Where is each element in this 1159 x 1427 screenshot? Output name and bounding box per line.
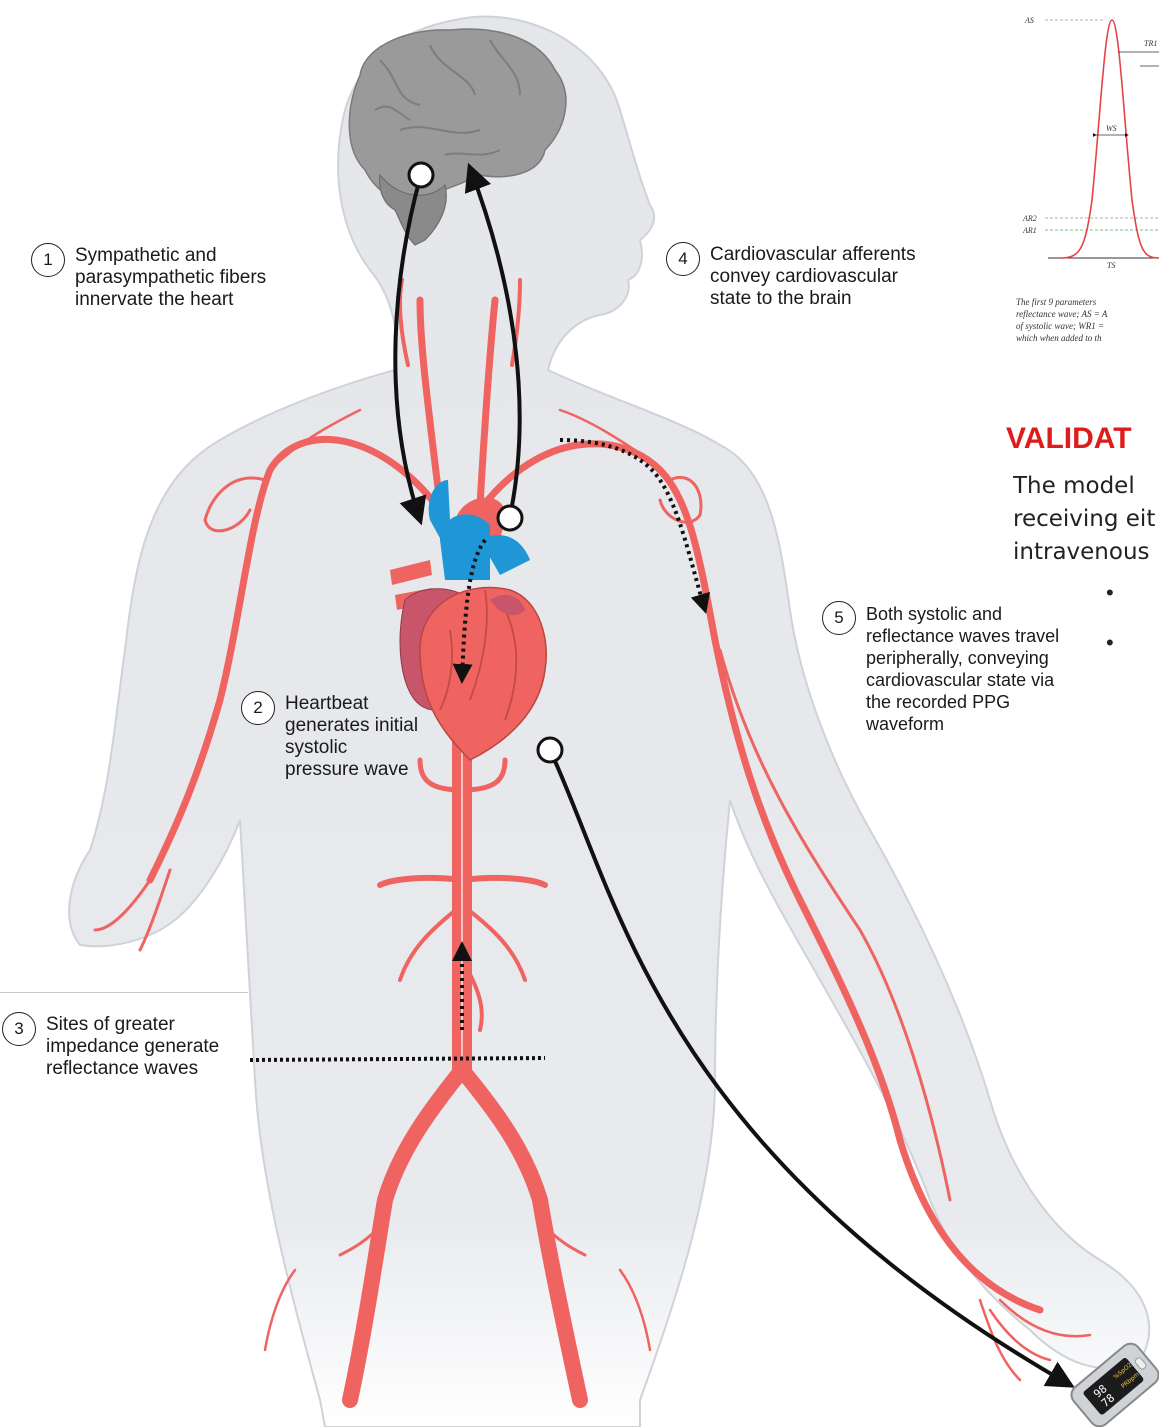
annotation-3-number: 3 <box>2 1012 36 1046</box>
validation-line: receiving eit <box>1013 503 1159 536</box>
validation-bullet: • <box>1106 580 1114 606</box>
validation-bullet: • <box>1106 630 1114 656</box>
annotation-1: 1 Sympathetic and parasympathetic fibers… <box>31 245 266 311</box>
annotation-2: 2 Heartbeat generates initial systolic p… <box>241 693 418 781</box>
chart-caption: The first 9 parameters reflectance wave;… <box>1016 296 1159 344</box>
chart-caption-line: reflectance wave; AS = A <box>1016 308 1159 320</box>
annotation-4-number: 4 <box>666 242 700 276</box>
efferent-origin-node <box>409 163 433 187</box>
annotation-5: 5 Both systolic and reflectance waves tr… <box>822 603 1059 735</box>
ppg-waveform-chart: AS TR1 WS AR2 AR1 TS <box>1022 16 1159 270</box>
chart-label-ws: WS <box>1106 124 1117 133</box>
annotation-5-number: 5 <box>822 601 856 635</box>
validation-line: The model <box>1013 470 1159 503</box>
validation-heading: VALIDAT <box>1006 422 1159 456</box>
chart-caption-line: which when added to th <box>1016 332 1159 344</box>
annotation-4-text: Cardiovascular afferents convey cardiova… <box>710 244 916 310</box>
annotation-3-text: Sites of greater impedance generate refl… <box>46 1014 219 1080</box>
annotation-5-text: Both systolic and reflectance waves trav… <box>866 603 1059 735</box>
chart-caption-line: of systolic wave; WR1 = <box>1016 320 1159 332</box>
chart-label-tr1: TR1 <box>1144 39 1157 48</box>
annotation-1-number: 1 <box>31 243 65 277</box>
afferent-origin-node <box>498 506 522 530</box>
annotation-2-text: Heartbeat generates initial systolic pre… <box>285 693 418 781</box>
chart-label-as: AS <box>1024 16 1034 25</box>
chart-label-ar2: AR2 <box>1022 214 1037 223</box>
section-divider <box>0 992 248 993</box>
chart-label-ar1: AR1 <box>1022 226 1037 235</box>
annotation-1-text: Sympathetic and parasympathetic fibers i… <box>75 245 266 311</box>
chart-caption-line: The first 9 parameters <box>1016 296 1159 308</box>
ppg-source-node <box>538 738 562 762</box>
annotation-2-number: 2 <box>241 691 275 725</box>
annotation-3: 3 Sites of greater impedance generate re… <box>2 1014 219 1080</box>
annotation-4: 4 Cardiovascular afferents convey cardio… <box>666 244 916 310</box>
chart-label-ts: TS <box>1107 261 1115 270</box>
validation-line: intravenous <box>1013 536 1159 569</box>
validation-body: The model receiving eit intravenous <box>1013 470 1159 569</box>
